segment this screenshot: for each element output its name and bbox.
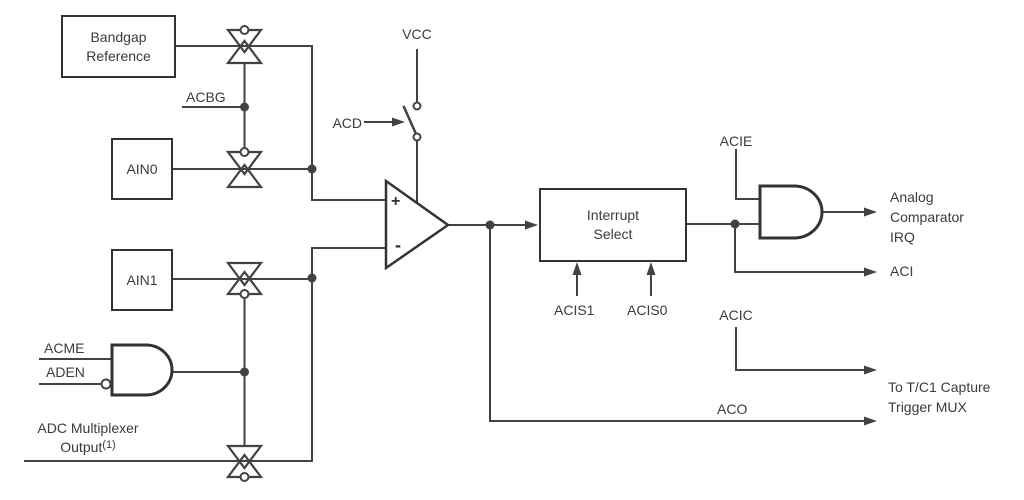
comparator-symbol <box>384 178 451 271</box>
acis1-arrowhead-icon <box>572 262 582 275</box>
pass-gate-bandgap-icon <box>225 25 264 65</box>
acbg-label: ACBG <box>186 89 226 105</box>
acic-arrowhead-icon <box>864 365 877 375</box>
comparator-plus-sign: + <box>391 193 401 210</box>
junction-comparator-output <box>485 220 495 230</box>
acd-arrowhead-icon <box>392 117 405 127</box>
aco-label: ACO <box>717 401 748 417</box>
ain0-label: AIN0 <box>126 160 158 177</box>
adc-mux-footnote: (1) <box>102 439 116 451</box>
junction-plus-input <box>307 164 317 174</box>
wire-aco <box>489 224 866 422</box>
aden-label: ADEN <box>46 364 85 380</box>
pass-gate-ain1-icon <box>225 261 264 299</box>
adc-mux-line1: ADC Multiplexer <box>37 420 139 436</box>
wire-acic <box>735 327 866 371</box>
junction-minus-input <box>307 273 317 283</box>
bandgap-reference-block: Bandgap Reference <box>61 15 176 78</box>
pass-gate-ain0-icon <box>225 147 264 189</box>
acme-aden-and-gate <box>100 343 174 397</box>
switch-blade <box>402 105 418 136</box>
wire-minus-input <box>311 247 386 462</box>
acd-label: ACD <box>332 115 362 131</box>
interrupt-select-line1: Interrupt <box>586 207 640 223</box>
ain1-label: AIN1 <box>126 271 158 288</box>
acie-and-gate <box>758 184 824 240</box>
ain0-block: AIN0 <box>111 138 173 200</box>
acme-label: ACME <box>44 340 85 356</box>
pass-gate-adc-mux-icon <box>225 444 264 482</box>
acis0-arrowhead-icon <box>646 262 656 275</box>
bandgap-line2: Reference <box>86 47 151 64</box>
interrupt-select-line2: Select <box>593 226 633 242</box>
acic-label: ACIC <box>719 307 753 323</box>
junction-acbg <box>240 102 249 112</box>
switch-contact-top-icon <box>412 101 422 111</box>
vcc-label: VCC <box>402 26 432 42</box>
aci-arrowhead-icon <box>864 267 877 277</box>
acis0-label: ACIS0 <box>627 302 668 318</box>
ain1-block: AIN1 <box>111 249 173 311</box>
aco-arrowhead-icon <box>864 416 877 426</box>
adc-mux-line2: Output(1) <box>60 439 116 455</box>
tc1-capture-label: To T/C1 Capture Trigger MUX <box>888 379 991 415</box>
comparator-minus-sign: - <box>395 235 401 255</box>
wire-acie <box>735 149 761 200</box>
interrupt-input-arrowhead-icon <box>525 220 538 230</box>
wire-bandgap-to-plus <box>175 45 386 201</box>
switch-contact-bottom-icon <box>412 132 422 142</box>
bandgap-line1: Bandgap <box>90 28 147 45</box>
aden-invert-bubble-icon <box>100 378 112 390</box>
analog-comparator-irq-label: Analog Comparator IRQ <box>890 189 964 245</box>
wire-aci <box>734 223 866 273</box>
aci-output-label: ACI <box>890 263 914 279</box>
irq-arrowhead-icon <box>864 207 877 217</box>
junction-aci <box>730 219 740 229</box>
acis1-label: ACIS1 <box>554 302 595 318</box>
acie-label: ACIE <box>719 133 753 149</box>
adc-mux-output-label: ADC Multiplexer Output(1) <box>18 420 158 456</box>
junction-mux-control <box>240 367 249 377</box>
interrupt-select-block: Interrupt Select <box>539 188 687 262</box>
